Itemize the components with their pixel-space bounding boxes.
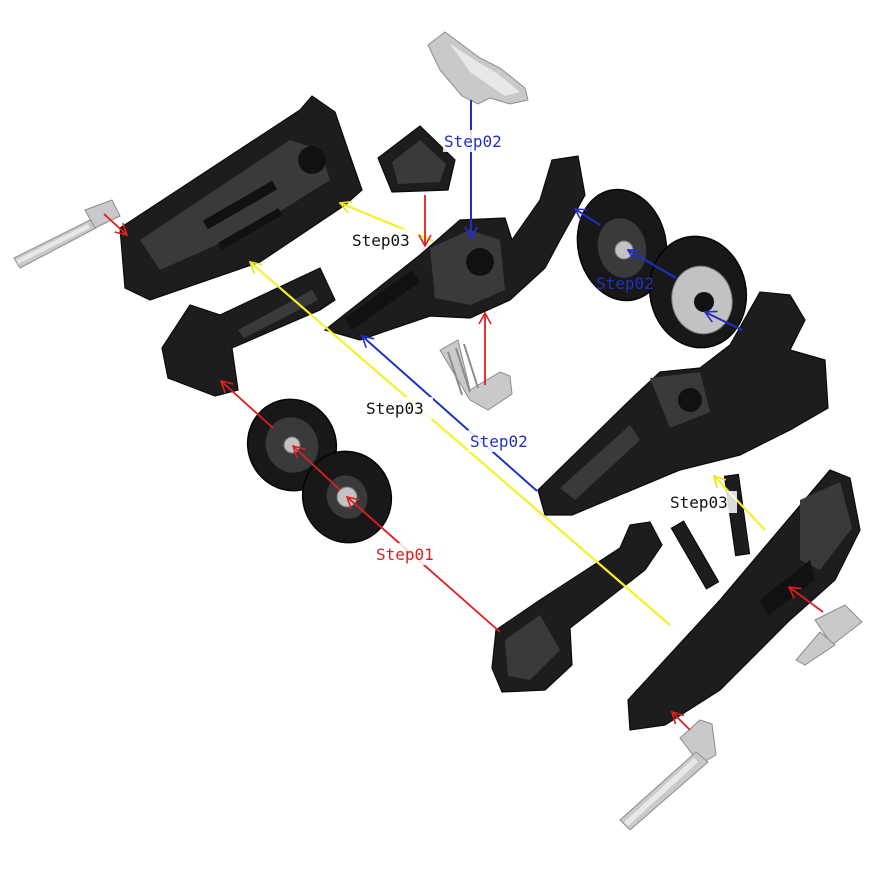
left-bracket	[161, 267, 336, 397]
right-small-metal-pin	[795, 604, 863, 666]
wedge-block	[377, 125, 456, 193]
bottom-metal-pin	[619, 719, 717, 831]
top-metal-part	[427, 31, 529, 105]
label-step02-mid: Step02	[470, 432, 528, 451]
step-labels: Step02 Step03 Step02 Step03 Step02 Step0…	[350, 130, 737, 565]
spring-clip	[439, 339, 513, 411]
right-gearbox	[537, 291, 829, 516]
left-metal-pin	[13, 199, 121, 269]
bottom-bracket	[491, 521, 663, 693]
label-step02-wheel: Step02	[596, 274, 654, 293]
label-step02-top: Step02	[444, 132, 502, 151]
right-chassis-panel	[627, 469, 861, 731]
label-step03-right: Step03	[670, 493, 728, 512]
label-step01: Step01	[376, 545, 434, 564]
right-wheel-rim	[576, 188, 668, 302]
central-gearbox	[323, 155, 586, 341]
step02-arrows	[360, 100, 743, 492]
label-step03-top: Step03	[352, 231, 410, 250]
left-chassis-panel	[119, 95, 363, 301]
label-step03-mid: Step03	[366, 399, 424, 418]
